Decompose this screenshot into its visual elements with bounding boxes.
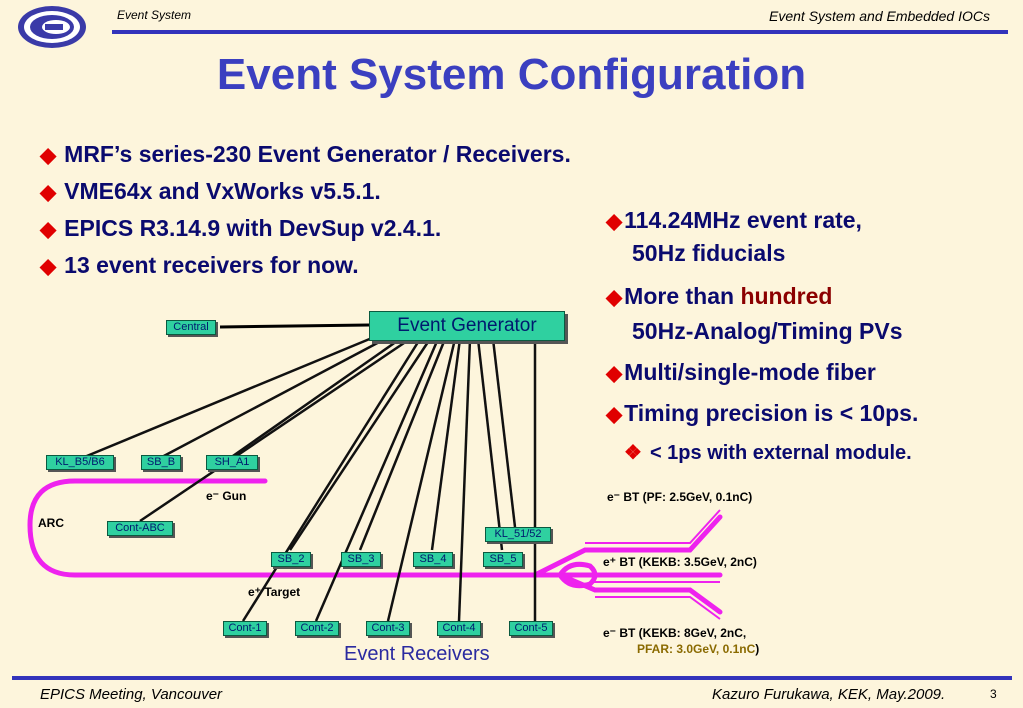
right-bullet-2-cont: 50Hz-Analog/Timing PVs — [632, 318, 903, 344]
right-bullet-3: ◆Multi/single-mode fiber — [606, 359, 876, 385]
receiver-cont-3: Cont-3 — [366, 621, 410, 636]
header-right: Event System and Embedded IOCs — [769, 8, 990, 24]
diamond-icon: ◆ — [40, 181, 57, 204]
bt-pf-label: e⁻ BT (PF: 2.5GeV, 0.1nC) — [607, 490, 753, 504]
receiver-sb-4: SB_4 — [413, 552, 453, 567]
header-left: Event System — [117, 8, 192, 22]
footer-left: EPICS Meeting, Vancouver — [40, 686, 223, 703]
bt-pfar-label: PFAR: 3.0GeV, 0.1nC) — [637, 642, 760, 656]
receiver-kl-51-52: KL_51/52 — [485, 527, 551, 542]
right-bullet-1-cont: 50Hz fiducials — [632, 240, 786, 266]
etarget-label: e⁺ Target — [248, 585, 301, 599]
kek-logo — [18, 6, 86, 48]
diamond-icon: ◆ — [40, 218, 57, 241]
egun-label: e⁻ Gun — [206, 489, 247, 503]
receiver-cont-5: Cont-5 — [509, 621, 553, 636]
header-divider — [112, 30, 1008, 34]
right-bullet-2: ◆More than hundred — [606, 283, 833, 309]
bt-kekb-electron-label: e⁻ BT (KEKB: 8GeV, 2nC, — [603, 626, 747, 640]
diamond-icon: ◆ — [606, 286, 623, 309]
receiver-cont-1: Cont-1 — [223, 621, 267, 636]
receiver-sb-b: SB_B — [141, 455, 181, 470]
diamond-icon: ◆ — [606, 362, 623, 385]
right-bullet-4: ◆Timing precision is < 10ps. — [606, 400, 919, 426]
footer-right: Kazuro Furukawa, KEK, May.2009. — [712, 686, 946, 703]
bt-kekb-positron-label: e⁺ BT (KEKB: 3.5GeV, 2nC) — [603, 555, 757, 569]
central-box: Central — [166, 320, 216, 335]
right-bullet-1: ◆114.24MHz event rate, — [606, 207, 862, 233]
arc-label: ARC — [38, 516, 64, 530]
receiver-cont-abc: Cont-ABC — [107, 521, 173, 536]
diamond-icon: ◆ — [606, 210, 623, 233]
receiver-sh-a1: SH_A1 — [206, 455, 258, 470]
page-number: 3 — [990, 687, 997, 701]
receiver-sb-2: SB_2 — [271, 552, 311, 567]
footer-divider — [12, 676, 1012, 680]
receiver-kl-b5-b6: KL_B5/B6 — [46, 455, 114, 470]
page-title: Event System Configuration — [216, 50, 807, 99]
bullet-3: ◆EPICS R3.14.9 with DevSup v2.4.1. — [40, 215, 442, 241]
bullet-2: ◆VME64x and VxWorks v5.5.1. — [40, 178, 381, 204]
receiver-cont-2: Cont-2 — [295, 621, 339, 636]
diamond-icon: ◆ — [606, 403, 623, 426]
receiver-sb-5: SB_5 — [483, 552, 523, 567]
bullet-1: ◆MRF’s series-230 Event Generator / Rece… — [40, 141, 571, 167]
diamond-icon: ◆ — [40, 255, 57, 278]
star-diamond-icon: ❖ — [624, 442, 642, 464]
sub-bullet: ❖< 1ps with external module. — [624, 442, 912, 464]
event-receivers-label: Event Receivers — [344, 643, 490, 665]
receiver-cont-4: Cont-4 — [437, 621, 481, 636]
receiver-sb-3: SB_3 — [341, 552, 381, 567]
bullet-4: ◆13 event receivers for now. — [40, 252, 359, 278]
diamond-icon: ◆ — [40, 144, 57, 167]
event-generator-box: Event Generator — [369, 311, 565, 341]
